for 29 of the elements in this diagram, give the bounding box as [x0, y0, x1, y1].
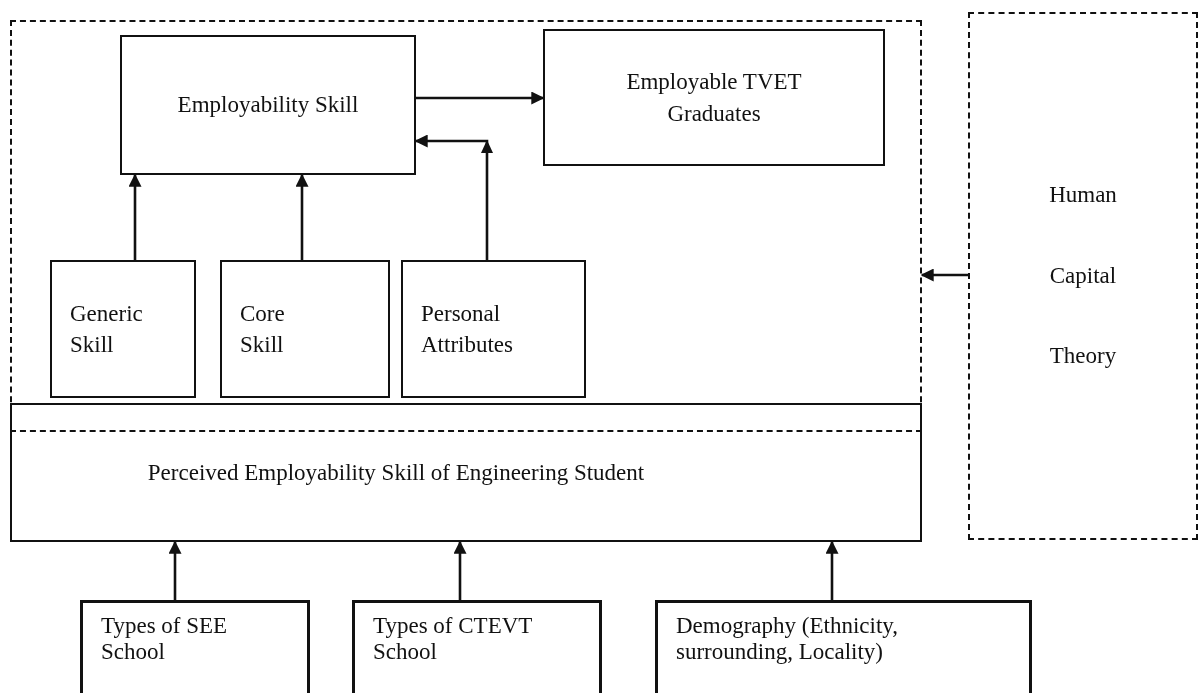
box-label: Perceived Employability Skill of Engineering Student: [147, 458, 645, 487]
factor-box: [655, 600, 1032, 693]
arrow: [295, 173, 309, 260]
box-label: Demography (Ethnicity, surrounding, Locality): [676, 613, 900, 666]
arrow: [414, 134, 493, 260]
arrow: [416, 91, 545, 105]
factor-box: [80, 600, 310, 693]
concept-box: [543, 29, 885, 166]
concept-box: [120, 35, 416, 175]
box-label: Human Capital Theory: [1048, 181, 1118, 371]
construct-box: [10, 403, 922, 542]
concept-box: [401, 260, 586, 398]
box-label: Types of SEE School: [101, 613, 229, 666]
box-label: Generic Skill: [70, 299, 144, 359]
box-label: Employable TVET Graduates: [625, 68, 803, 128]
arrow: [453, 540, 467, 600]
concept-box: [220, 260, 390, 398]
box-label: Core Skill: [240, 299, 286, 359]
arrow: [128, 173, 142, 260]
theory-box: [968, 12, 1198, 540]
arrow: [168, 540, 182, 600]
factor-box: [352, 600, 602, 693]
box-label: Personal Attributes: [421, 299, 514, 359]
arrow: [825, 540, 839, 600]
box-label: Employability Skill: [177, 91, 359, 120]
box-label: Types of CTEVT School: [373, 613, 533, 666]
dashed-frame: [10, 20, 922, 432]
concept-box: [50, 260, 196, 398]
arrow: [920, 268, 968, 282]
